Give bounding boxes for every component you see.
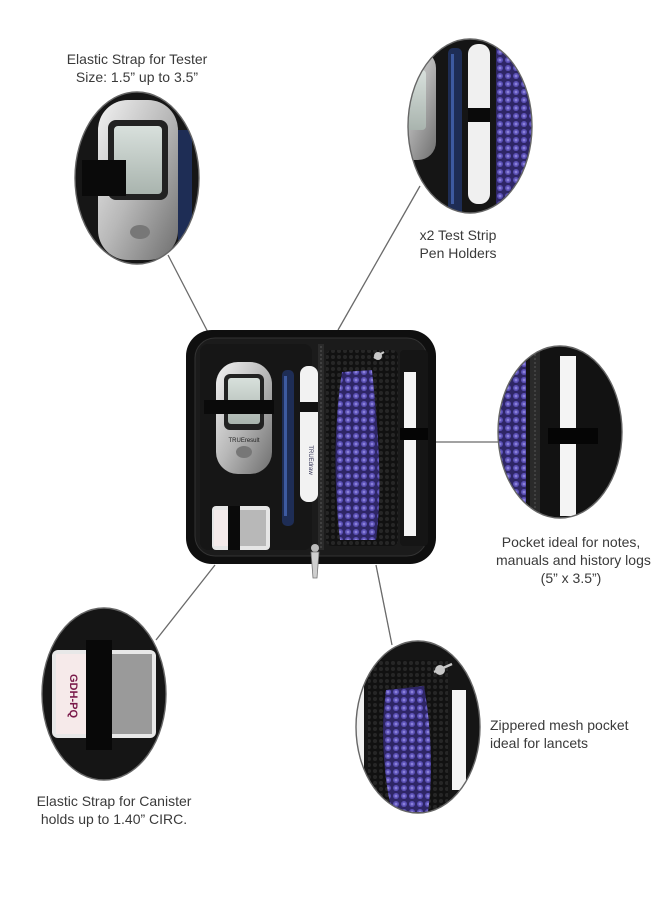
caption-line: Elastic Strap for Tester — [66, 51, 208, 67]
caption-line: x2 Test Strip — [419, 227, 497, 243]
caption-line: Zippered mesh pocket — [490, 717, 629, 733]
pen-brand-label: TRUEdraw — [307, 445, 313, 475]
caption-line: ideal for lancets — [490, 735, 589, 751]
glucose-meter: TRUEresult — [216, 362, 272, 474]
caption-line: Elastic Strap for Canister — [36, 793, 192, 809]
detail-bubble-pen-holders — [407, 38, 533, 214]
caption-line: holds up to 1.40” CIRC. — [40, 811, 188, 827]
zipper-pull — [310, 544, 320, 579]
caption-line: Pen Holders — [419, 245, 497, 261]
canister-label: GDH-PQ — [67, 674, 79, 718]
caption-line: manuals and history logs — [496, 552, 651, 568]
strip-canister — [212, 506, 270, 550]
detail-bubble-notes-pocket — [497, 345, 623, 519]
diabetic-case: TRUEresult TRUEdraw — [186, 330, 436, 579]
leader-lines — [155, 185, 498, 646]
meter-brand-label: TRUEresult — [228, 438, 259, 444]
detail-bubble-tester-strap — [74, 91, 200, 265]
detail-bubble-mesh-pocket — [355, 640, 481, 814]
caption-line: Pocket ideal for notes, — [501, 534, 641, 550]
caption-line: Size: 1.5” up to 3.5” — [75, 69, 199, 85]
caption-notes-pocket: Pocket ideal for notes, manuals and hist… — [496, 533, 651, 587]
caption-tester-strap: Elastic Strap for Tester Size: 1.5” up t… — [62, 50, 212, 86]
caption-pen-holders: x2 Test Strip Pen Holders — [412, 226, 504, 262]
caption-mesh-pocket: Zippered mesh pocket ideal for lancets — [490, 716, 629, 752]
caption-line: (5” x 3.5”) — [540, 570, 602, 586]
caption-canister-strap: Elastic Strap for Canister holds up to 1… — [34, 792, 194, 828]
detail-bubble-canister-strap: GDH-PQ — [41, 607, 167, 781]
test-strip-pens: TRUEdraw — [282, 366, 318, 526]
